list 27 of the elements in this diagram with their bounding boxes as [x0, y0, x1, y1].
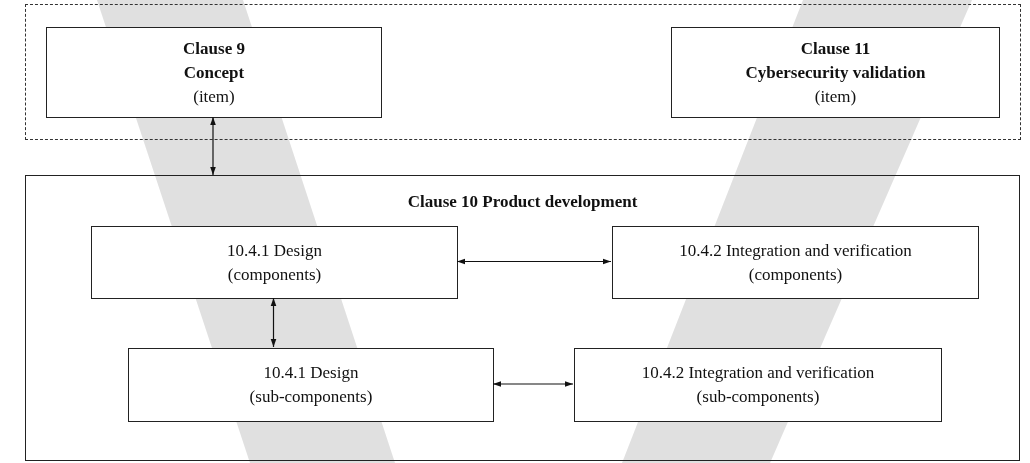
box-title: Clause 11 [800, 37, 871, 60]
double-arrow [210, 116, 216, 176]
box-subtitle: (components) [227, 263, 322, 286]
process-box [612, 226, 979, 299]
double-arrow [270, 297, 277, 348]
section-title: Clause 10 Product development [407, 191, 638, 213]
process-box [46, 27, 382, 118]
section-box [25, 175, 1020, 461]
box-subtitle: 10.4.1 Design [263, 362, 359, 384]
box-subtitle: 10.4.2 Integration and verification [679, 239, 912, 262]
box-subtitle: 10.4.2 Integration and verification [641, 362, 875, 384]
process-box [671, 27, 1000, 118]
process-box [128, 348, 494, 422]
box-subtitle: (item) [193, 85, 235, 108]
process-box [574, 348, 942, 422]
box-subtitle: (item) [814, 85, 857, 108]
dashed-group-box [25, 4, 1021, 140]
double-arrow [492, 381, 574, 387]
box-subtitle: (components) [748, 263, 843, 286]
double-arrow [456, 258, 612, 265]
box-title: Concept [183, 61, 245, 84]
process-box [91, 226, 458, 299]
box-subtitle: 10.4.1 Design [227, 239, 322, 262]
box-title: Clause 9 [183, 37, 245, 60]
box-subtitle: (sub-components) [696, 386, 820, 408]
box-title: Cybersecurity validation [745, 61, 926, 84]
box-subtitle: (sub-components) [249, 386, 373, 408]
